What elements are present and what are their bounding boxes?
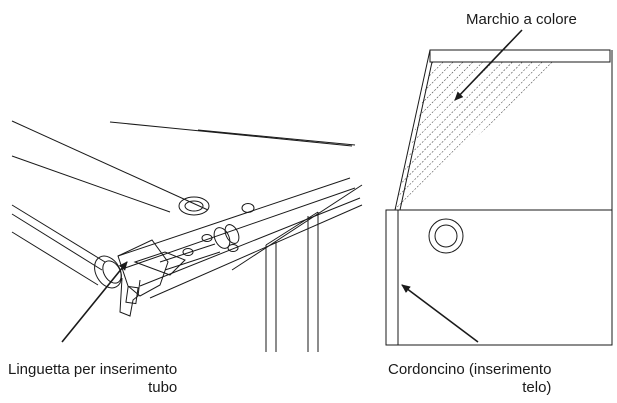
- panel-mid-edge: [109, 121, 353, 147]
- tab-insert-line2: tubo: [148, 379, 178, 396]
- roller-tube-top: [11, 204, 106, 263]
- clip-plate: [125, 285, 139, 305]
- hanging-clip: [119, 277, 141, 317]
- brand-pointer-arrow: [454, 29, 523, 101]
- roller-tube-inner: [11, 213, 103, 271]
- hatched-triangle: [395, 62, 560, 210]
- fastener-1: [182, 248, 194, 256]
- profile-edge-1: [117, 177, 351, 257]
- profile-edge-3: [139, 197, 361, 287]
- panel-far-edge: [197, 129, 356, 146]
- profile-edge-5: [231, 184, 363, 271]
- panel-lower-box: [385, 209, 613, 346]
- support-post-top: [265, 211, 319, 246]
- tab-pointer-arrow: [61, 261, 128, 343]
- panel-grommet-inner: [434, 224, 458, 248]
- panel-rear-edge: [11, 155, 171, 213]
- grommet-icon: [178, 196, 210, 216]
- panel-top-band: [429, 49, 611, 63]
- tab-insert-label: Linguetta per inserimento tubo: [8, 361, 177, 397]
- cord-insert-label: Cordoncino (inserimento telo): [388, 361, 551, 397]
- fastener-2: [201, 234, 213, 242]
- panel-top-edge: [11, 120, 209, 211]
- cord-insert-line2: telo): [522, 379, 552, 396]
- left-assembly-drawing: [11, 120, 363, 352]
- brand-mark-label: Marchio a colore: [466, 11, 577, 29]
- right-panel-drawing: [385, 49, 613, 346]
- profile-edge-4: [149, 204, 363, 299]
- profile-groove-1: [159, 243, 216, 263]
- roller-end-cap-inner: [102, 260, 122, 284]
- profile-edge-2: [124, 187, 356, 269]
- profile-bracket: [133, 251, 186, 276]
- roller-end-cap: [94, 255, 122, 289]
- grommet-inner: [184, 200, 204, 212]
- profile-groove-2: [164, 251, 221, 271]
- brand-mark-text: Marchio a colore: [466, 11, 577, 28]
- roller-tube-bottom: [11, 231, 99, 286]
- panel-grommet-outer: [428, 218, 464, 254]
- cord-pointer-arrow: [401, 284, 479, 343]
- panel-left-slant: [399, 61, 433, 211]
- fastener-3: [227, 244, 239, 252]
- joint-ring-2: [224, 224, 240, 244]
- tab-insert-line1: Linguetta per inserimento: [8, 361, 178, 378]
- fastener-4: [241, 203, 255, 213]
- cord-insert-line1: Cordoncino (inserimento: [388, 361, 552, 378]
- joint-ring-1: [213, 227, 231, 249]
